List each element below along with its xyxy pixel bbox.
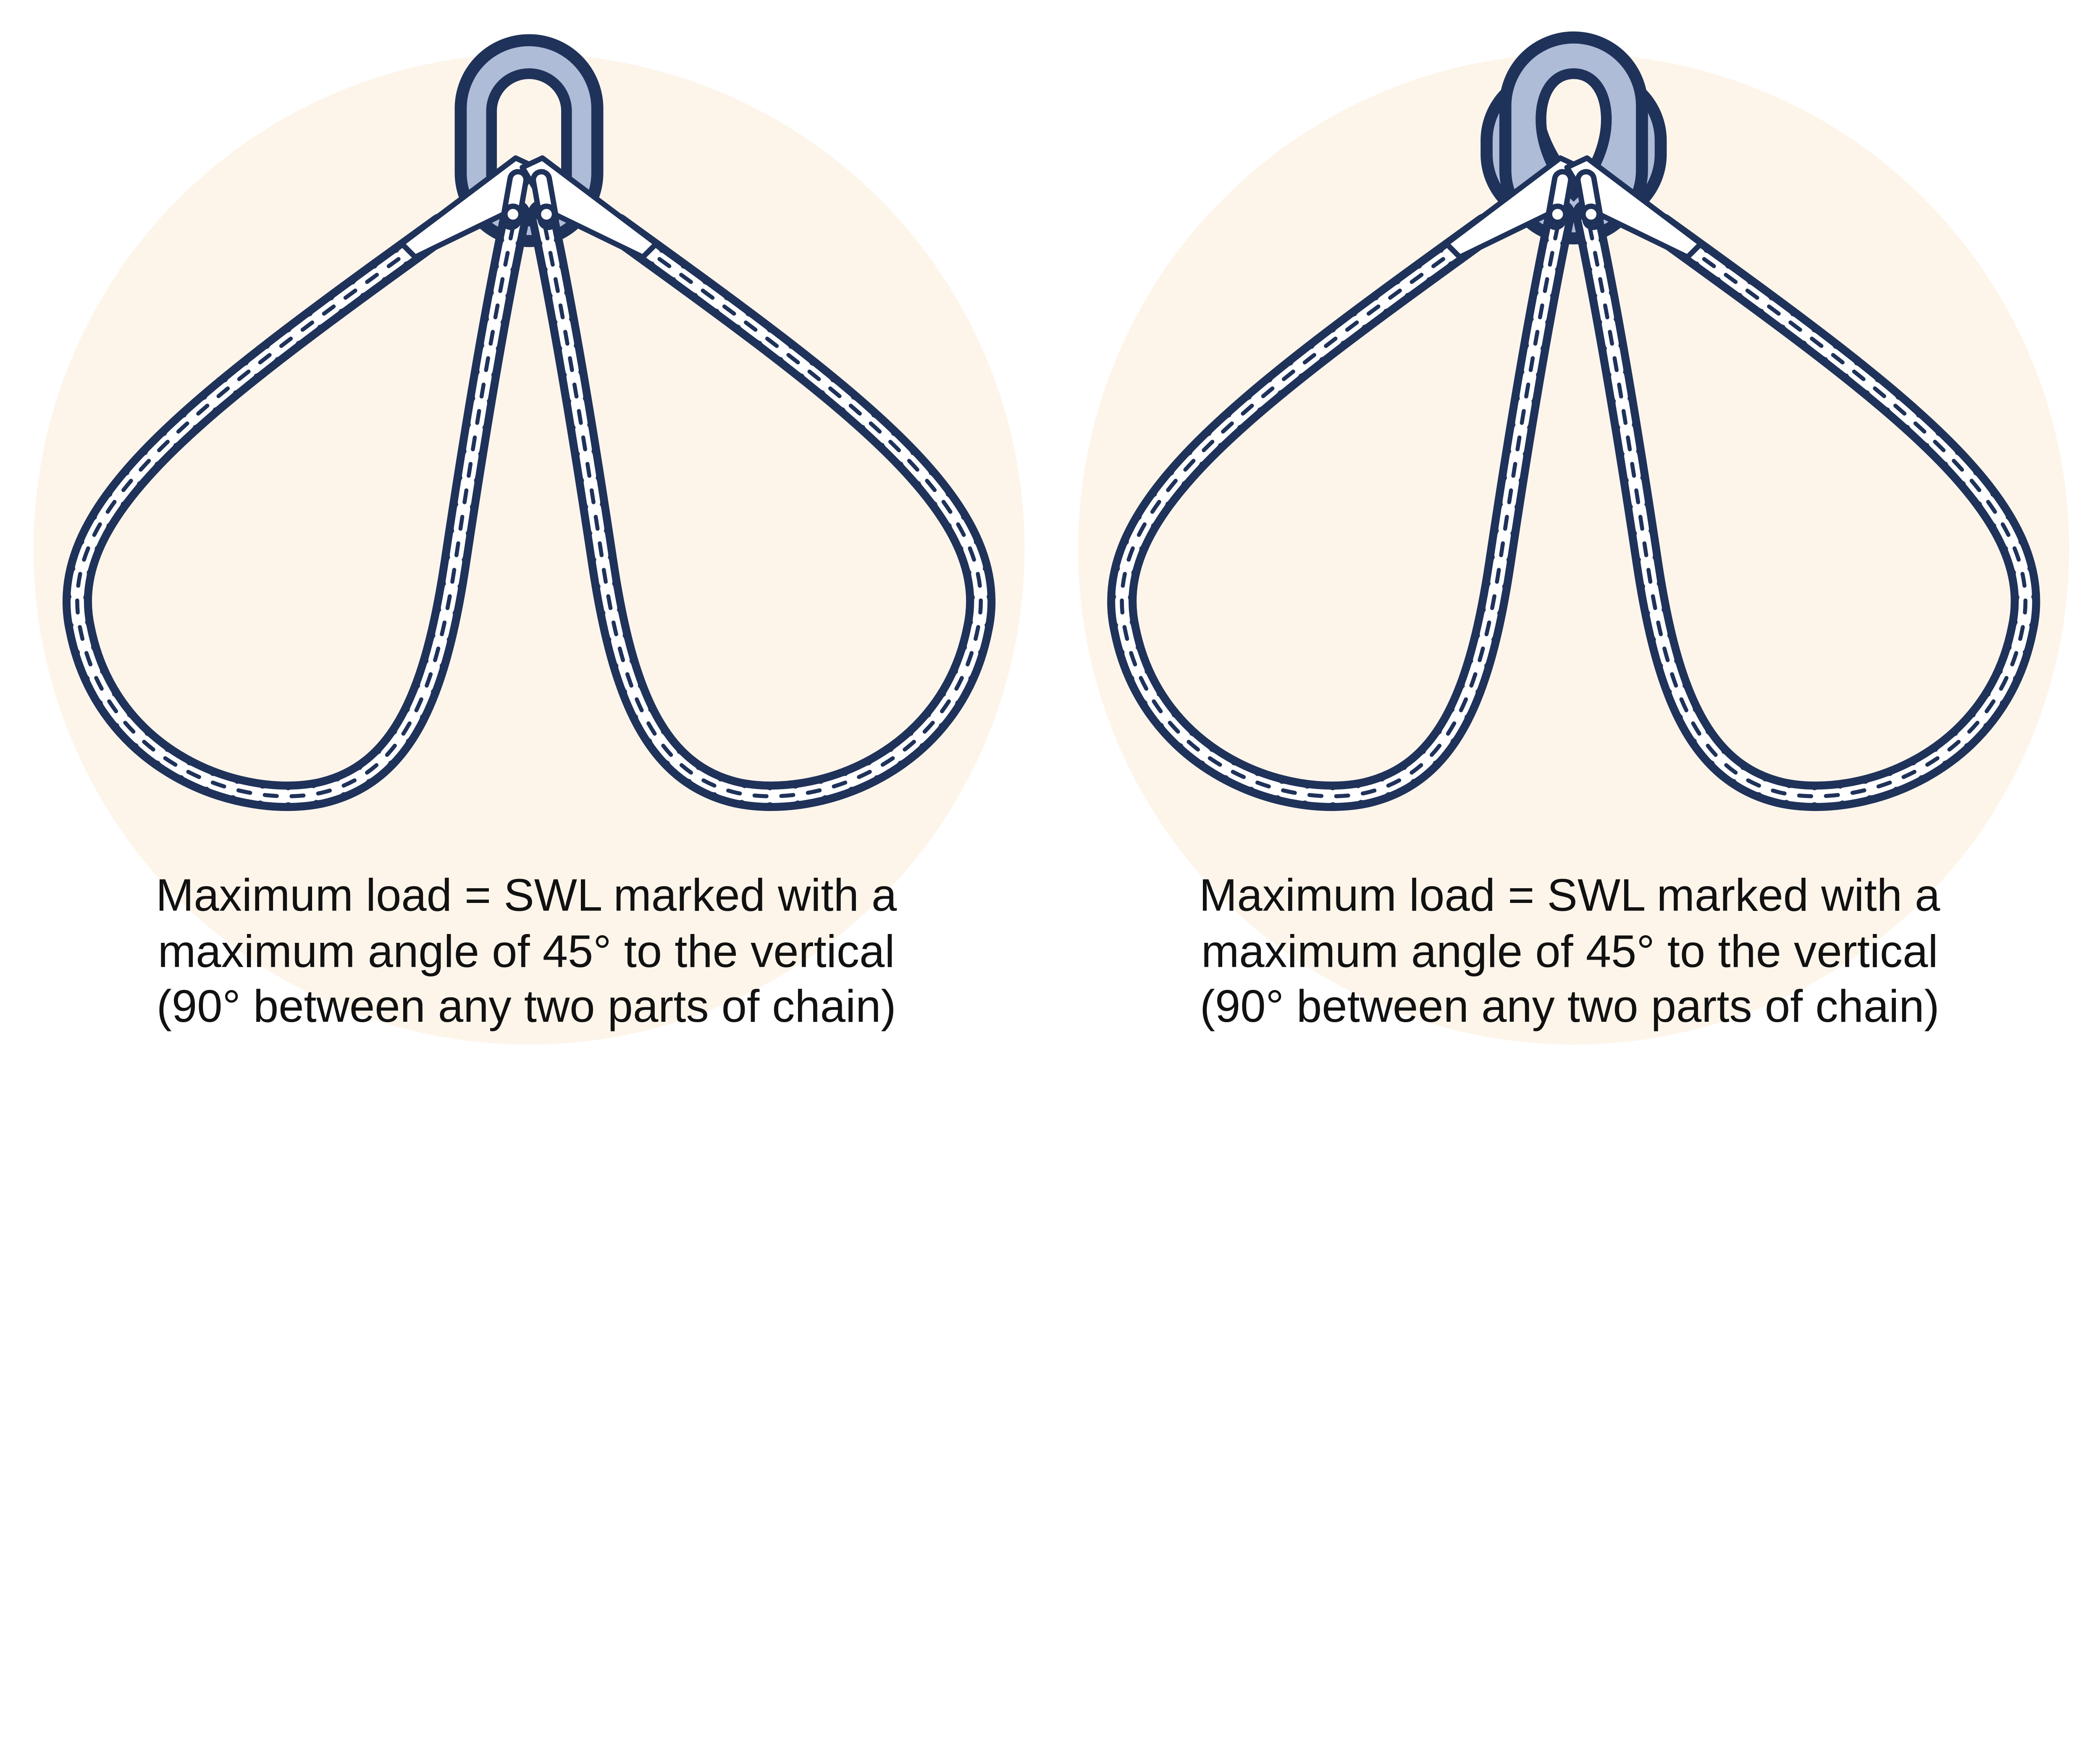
caption-line-3: (90° between any two parts of chain) — [157, 981, 896, 1031]
panel-right: Maximum load = SWL marked with a maximum… — [1078, 31, 2069, 1045]
caption-line-1: Maximum load = SWL marked with a — [156, 869, 897, 920]
caption-line-2: maximum angle of 45° to the vertical — [158, 926, 895, 976]
panel-left: Maximum load = SWL marked with a maximum… — [33, 34, 1025, 1045]
caption-line-2: maximum angle of 45° to the vertical — [1201, 926, 1938, 976]
caption-line-3: (90° between any two parts of chain) — [1200, 981, 1940, 1031]
caption-line-1: Maximum load = SWL marked with a — [1199, 869, 1940, 920]
chain-sling-diagram: Maximum load = SWL marked with a maximum… — [33, 31, 2069, 1045]
